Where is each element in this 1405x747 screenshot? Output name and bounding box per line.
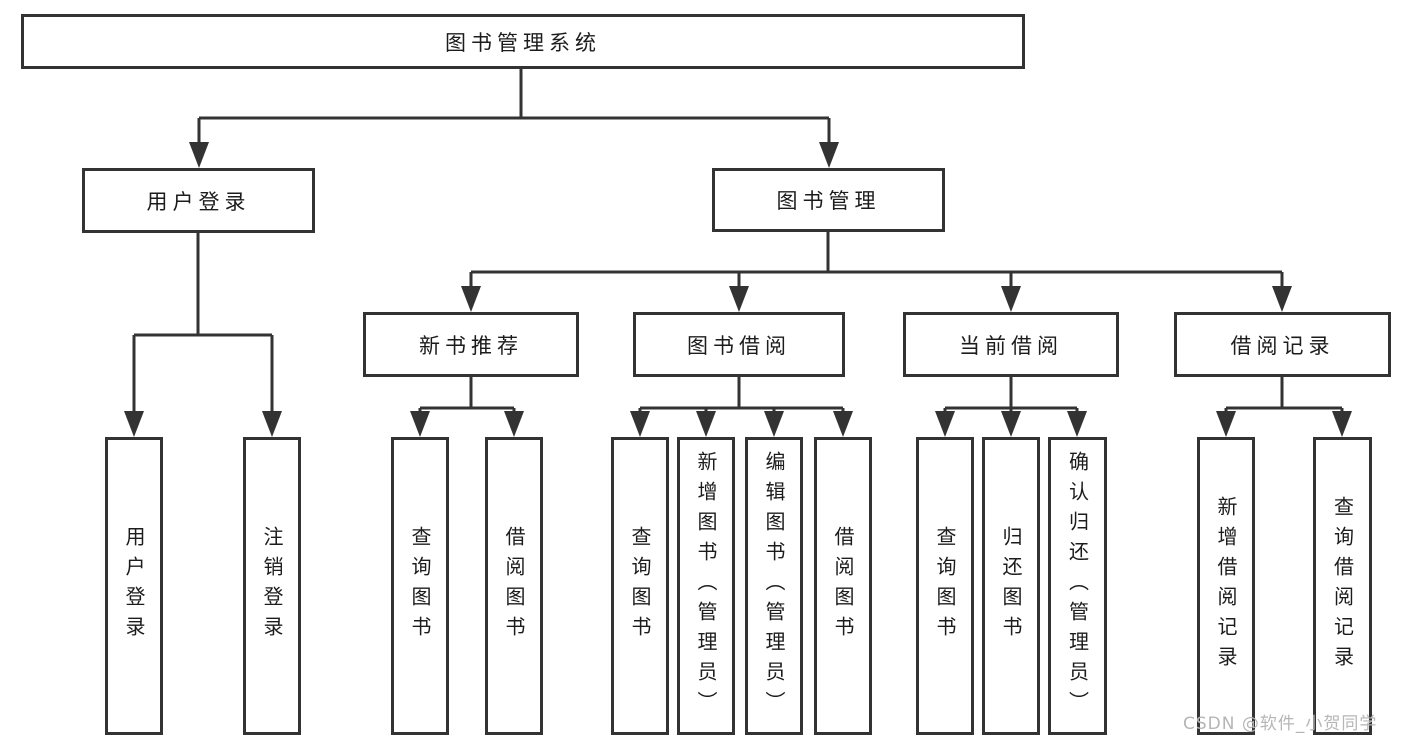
leaf-query-borrow-record: 查询借阅记录 bbox=[1313, 437, 1372, 735]
leaf-add-book-admin: 新增图书（管理员） bbox=[677, 437, 735, 735]
node-borrowing-records: 借阅记录 bbox=[1174, 312, 1391, 377]
leaf-borrow-books-borrow: 借阅图书 bbox=[814, 437, 872, 735]
node-book-management: 图书管理 bbox=[712, 168, 945, 232]
leaf-edit-book-admin: 编辑图书（管理员） bbox=[745, 437, 803, 735]
node-book-borrowing: 图书借阅 bbox=[633, 312, 845, 377]
leaf-logout: 注销登录 bbox=[243, 437, 301, 735]
csdn-watermark: CSDN @软件_小贺同学 bbox=[1183, 714, 1378, 734]
leaf-user-login: 用户登录 bbox=[105, 437, 163, 735]
node-current-borrowing: 当前借阅 bbox=[903, 312, 1119, 377]
leaf-query-books-recommend: 查询图书 bbox=[391, 437, 449, 735]
leaf-confirm-return-admin: 确认归还（管理员） bbox=[1048, 437, 1107, 735]
leaf-query-books-borrow: 查询图书 bbox=[611, 437, 669, 735]
leaf-return-books: 归还图书 bbox=[982, 437, 1040, 735]
node-new-book-recommend: 新书推荐 bbox=[363, 312, 579, 377]
arrowheads bbox=[124, 142, 1352, 437]
leaf-add-borrow-record: 新增借阅记录 bbox=[1197, 437, 1255, 735]
leaf-borrow-books-recommend: 借阅图书 bbox=[485, 437, 543, 735]
leaf-query-books-current: 查询图书 bbox=[916, 437, 974, 735]
node-user-login: 用户登录 bbox=[82, 168, 315, 233]
node-root: 图书管理系统 bbox=[21, 14, 1025, 69]
